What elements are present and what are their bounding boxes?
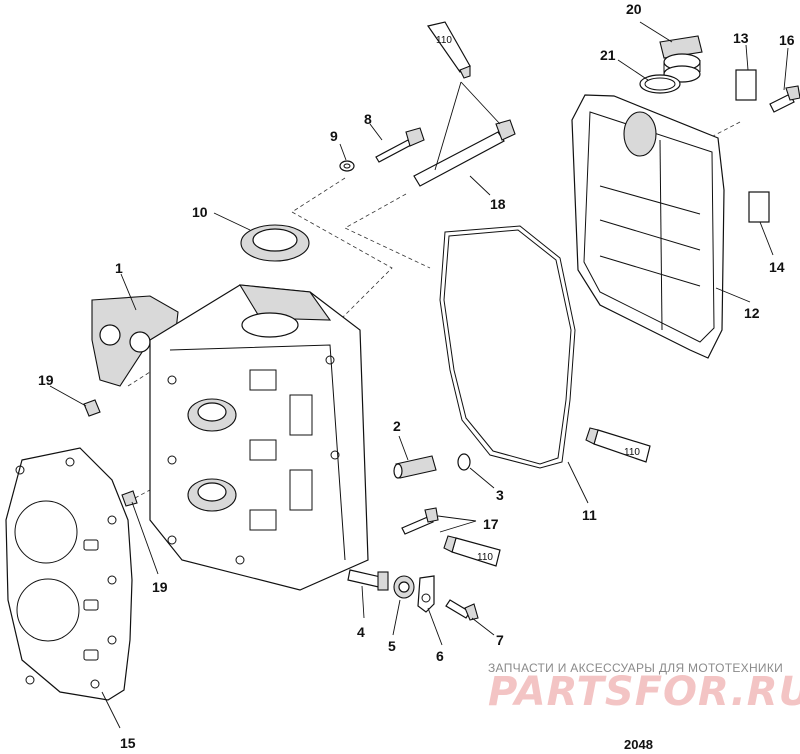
head-gasket-part-15 <box>5 447 133 701</box>
o-ring-part-21 <box>639 74 681 94</box>
callout-11: 11 <box>582 507 597 523</box>
bracket-part-6 <box>417 575 435 613</box>
callout-6: 6 <box>436 648 444 664</box>
label-part-14 <box>748 191 770 223</box>
sealant-tube-bolt: 110 <box>443 535 501 567</box>
callout-19b: 19 <box>152 579 168 595</box>
bolt-part-18 <box>413 119 516 187</box>
callout-18: 18 <box>490 196 506 212</box>
callout-10: 10 <box>192 204 208 220</box>
oil-seal-part-10 <box>240 224 310 262</box>
callout-15: 15 <box>120 735 136 751</box>
callout-5: 5 <box>388 638 396 654</box>
callout-19a: 19 <box>38 372 54 388</box>
sleeve-part-2 <box>393 455 437 479</box>
callout-1: 1 <box>115 260 123 276</box>
nut-part-5 <box>393 575 415 599</box>
washer-part-9 <box>339 160 355 172</box>
bolt-part-17 <box>401 507 439 535</box>
watermark: ЗАПЧАСТИ И АКСЕССУАРЫ ДЛЯ МОТОТЕХНИКИ PA… <box>488 661 800 715</box>
callout-16: 16 <box>779 32 795 48</box>
alignment-dashes <box>127 121 741 499</box>
dowel-pin-part-19a <box>83 399 101 417</box>
callout-3: 3 <box>496 487 504 503</box>
head-cover-part-12 <box>571 94 725 359</box>
callout-20: 20 <box>626 1 642 17</box>
sealant-label-bolt: 110 <box>477 552 493 563</box>
callout-9: 9 <box>330 128 338 144</box>
callout-8: 8 <box>364 111 372 127</box>
callout-2: 2 <box>393 418 401 434</box>
callout-labels: 1 2 3 4 5 6 7 8 9 10 11 12 13 14 15 16 1… <box>38 1 795 751</box>
gasket-part-11 <box>439 225 576 469</box>
sealant-tube-top: 110 <box>427 21 471 79</box>
dowel-pin-part-19b <box>121 490 138 507</box>
callout-7: 7 <box>496 632 504 648</box>
bolt-part-7 <box>445 599 479 621</box>
sealant-label-gasket: 110 <box>624 447 640 458</box>
callout-14: 14 <box>769 259 785 275</box>
o-ring-part-3 <box>457 453 471 471</box>
bolt-part-16 <box>769 85 800 113</box>
watermark-logo: PARTSFOR.RU <box>488 669 800 715</box>
bolt-part-8 <box>375 127 425 163</box>
callout-12: 12 <box>744 305 760 321</box>
watermark-tagline: ЗАПЧАСТИ И АКСЕССУАРЫ ДЛЯ МОТОТЕХНИКИ <box>488 661 783 675</box>
callout-13: 13 <box>733 30 749 46</box>
callout-4: 4 <box>357 624 365 640</box>
leader-lines <box>49 21 789 729</box>
cylinder-head-part-1 <box>91 284 369 591</box>
sealant-tube-gasket: 110 <box>585 427 651 463</box>
callout-21: 21 <box>600 47 616 63</box>
callout-17: 17 <box>483 516 499 532</box>
stud-part-4 <box>347 569 389 591</box>
sealant-label-top: 110 <box>436 35 452 46</box>
figure-number: 2048 <box>624 737 653 752</box>
label-part-13 <box>735 69 757 101</box>
